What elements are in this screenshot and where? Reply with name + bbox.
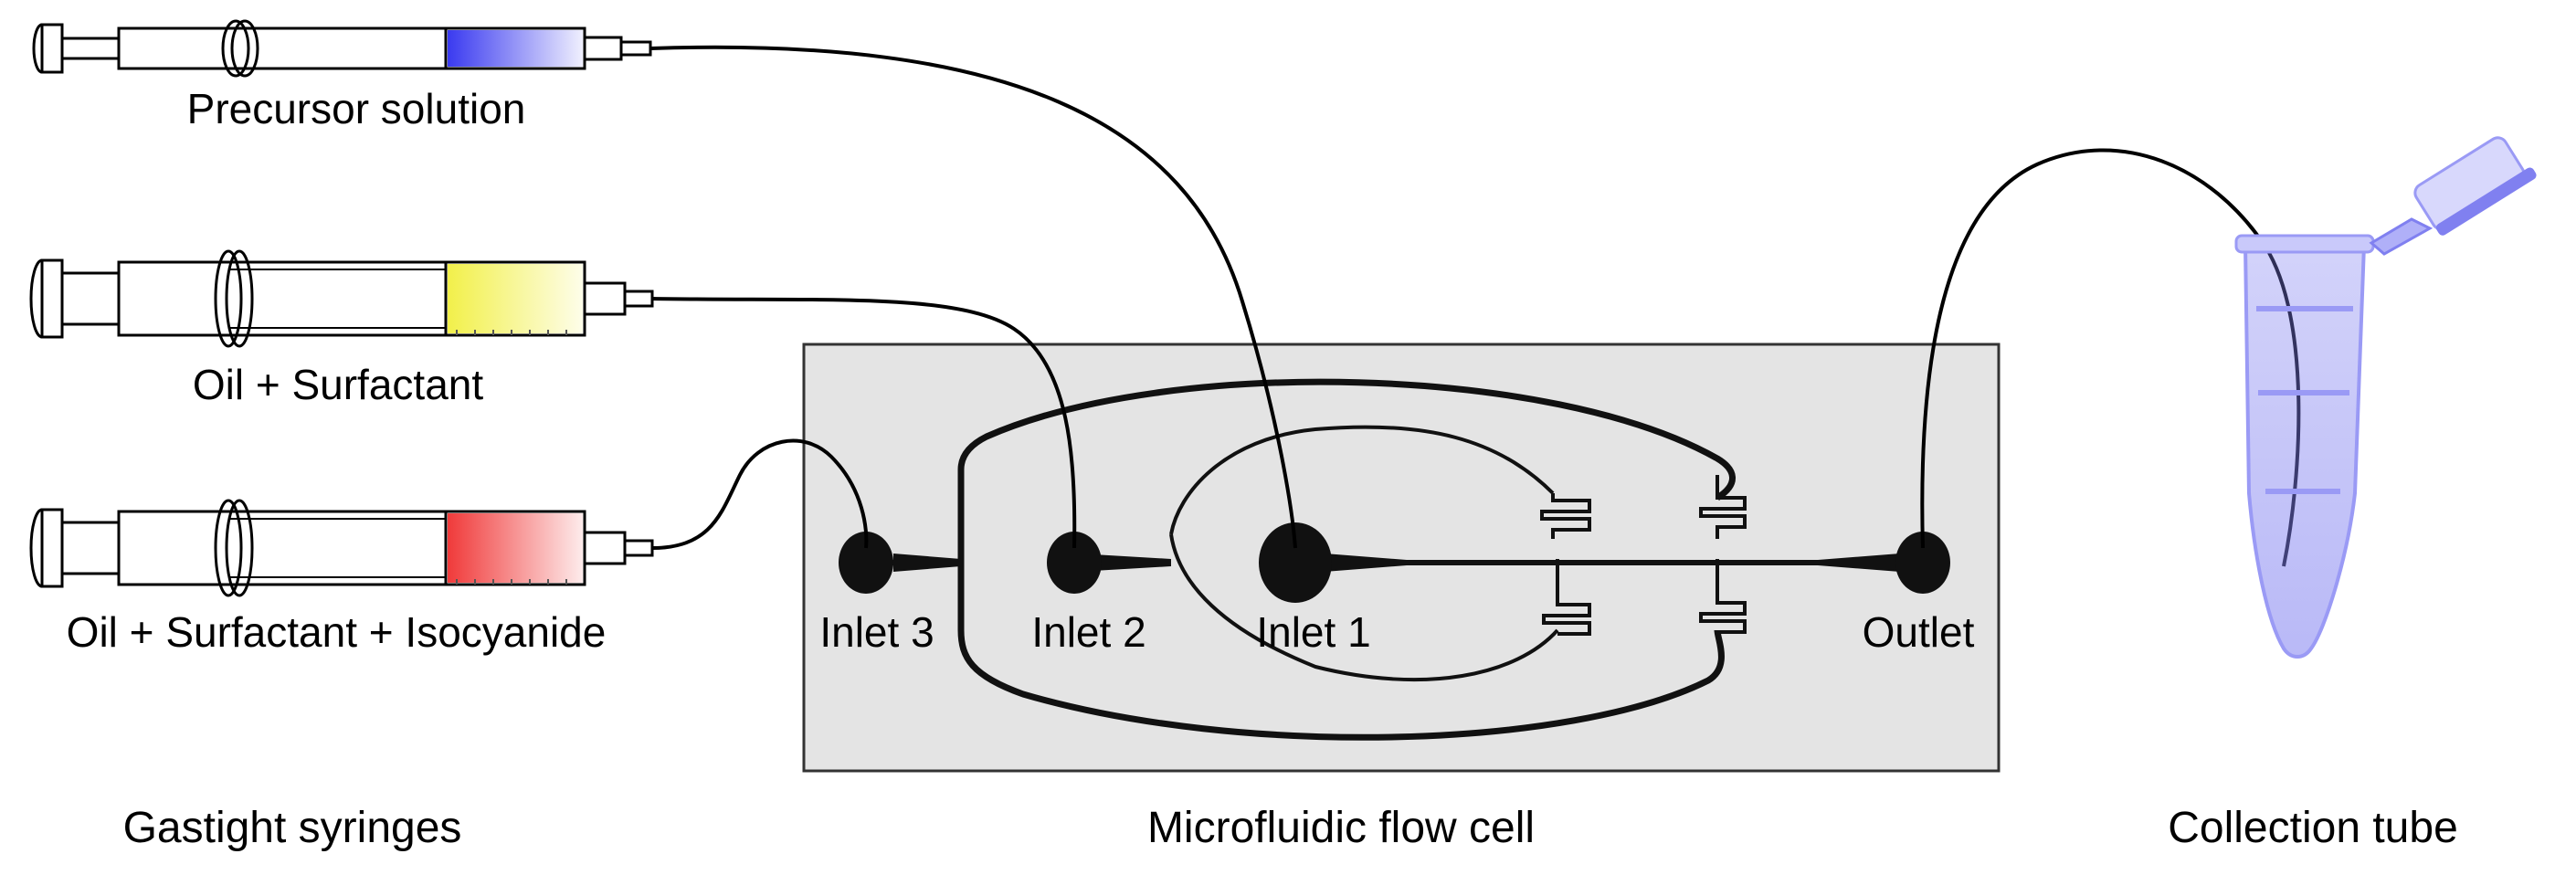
outlet-label: Outlet	[1863, 608, 1975, 656]
outlet-port	[1895, 532, 1950, 594]
syringe-label-oil-surfactant: Oil + Surfactant	[193, 361, 484, 408]
tube-cap	[2413, 136, 2537, 236]
inner-channel	[1169, 425, 1559, 682]
syringe-liquid-blue	[448, 30, 583, 67]
syringe-liquid-red	[448, 513, 583, 583]
inlet-3-port	[839, 532, 893, 594]
syringe-liquid-yellow	[448, 264, 583, 333]
caption-syringes: Gastight syringes	[123, 804, 462, 852]
junction-right	[1699, 475, 1747, 634]
inlet-2-label: Inlet 2	[1031, 608, 1145, 656]
tubing-syringe1-to-inlet1	[649, 45, 1297, 549]
caption-flow-cell: Microfluidic flow cell	[1147, 804, 1535, 852]
inlet-3-label: Inlet 3	[819, 608, 934, 656]
inlet-1-port	[1259, 522, 1332, 603]
tubing-syringe2-to-inlet2	[651, 297, 1077, 549]
collection-tube	[2234, 136, 2537, 659]
inlet-1-label: Inlet 1	[1256, 608, 1370, 656]
inlet-2-port	[1047, 532, 1102, 594]
syringe-precursor	[32, 19, 652, 78]
syringe-label-oil-surfactant-isocyanide: Oil + Surfactant + Isocyanide	[67, 608, 607, 656]
outer-channel	[957, 378, 1736, 741]
caption-tube: Collection tube	[2168, 804, 2458, 852]
junction-left	[1540, 493, 1591, 636]
tubing-syringe3-to-inlet3	[651, 438, 869, 550]
syringe-oil-surfactant	[29, 249, 654, 348]
syringe-oil-surfactant-isocyanide	[29, 499, 654, 597]
flow-cell-chip	[802, 343, 2001, 773]
syringe-label-precursor: Precursor solution	[187, 85, 526, 132]
